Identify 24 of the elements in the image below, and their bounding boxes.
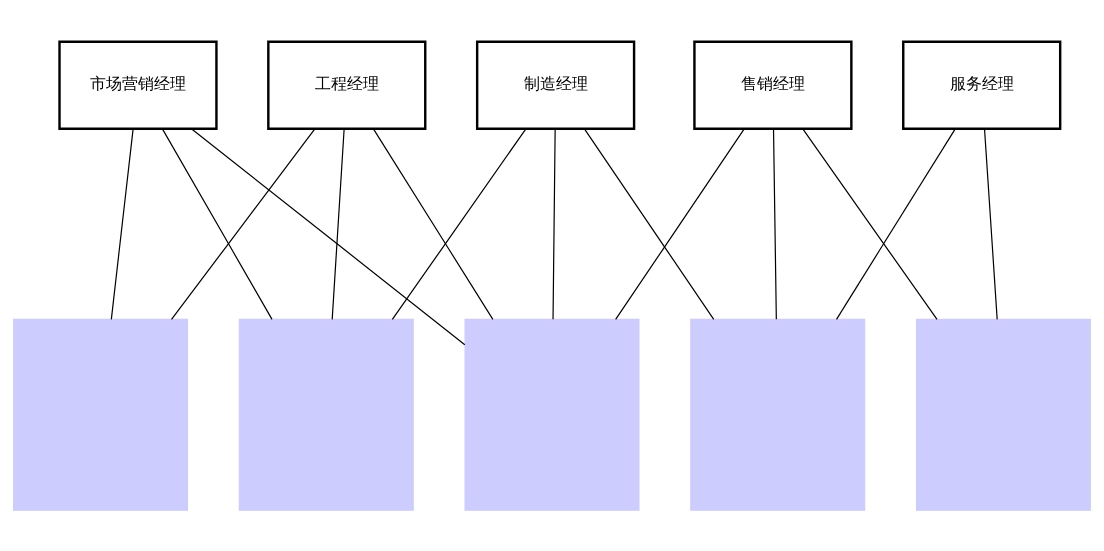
connector xyxy=(372,127,494,320)
connector xyxy=(983,127,998,320)
node-box: 售销经理 xyxy=(693,40,853,130)
connector xyxy=(552,127,556,320)
node-box xyxy=(690,318,866,511)
connector xyxy=(391,127,527,320)
node-box xyxy=(13,318,189,511)
connector xyxy=(110,127,134,320)
node-box xyxy=(915,318,1091,511)
connector xyxy=(772,127,777,320)
node-box: 工程经理 xyxy=(267,40,427,130)
node-box: 市场营销经理 xyxy=(58,40,218,130)
connector xyxy=(802,127,938,320)
connector xyxy=(161,127,273,320)
connector xyxy=(615,127,745,320)
node-box: 制造经理 xyxy=(475,40,636,130)
node-box: 服务经理 xyxy=(902,40,1062,130)
connector xyxy=(170,127,316,320)
node-box xyxy=(238,318,414,511)
connector xyxy=(835,127,956,320)
connector xyxy=(583,127,715,320)
connector xyxy=(331,127,345,320)
node-box xyxy=(464,318,640,511)
connector xyxy=(191,127,466,345)
